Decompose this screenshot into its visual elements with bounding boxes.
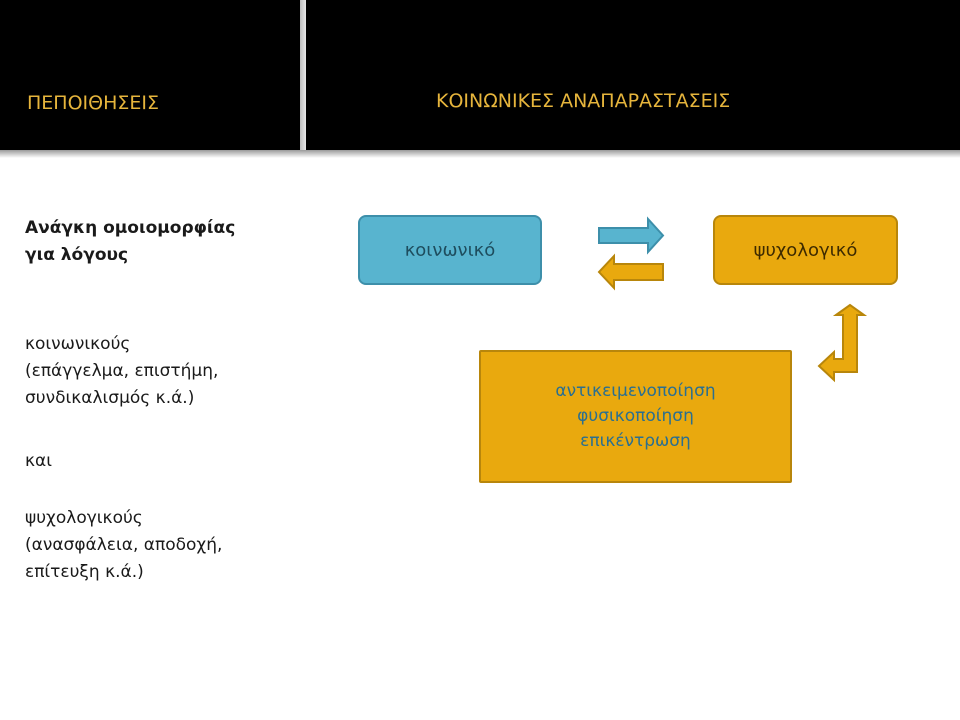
heading-line-1: Ανάγκη ομοιομορφίας: [25, 218, 236, 238]
psych-line-3: επίτευξη κ.ά.): [25, 562, 144, 582]
psych-line-1: ψυχολογικούς: [25, 508, 143, 528]
psych-reasons: ψυχολογικούς (ανασφάλεια, αποδοχή, επίτε…: [25, 505, 222, 586]
process-line-2: φυσικοποίηση: [577, 406, 694, 426]
header-right-title: ΚΟΙΝΩΝΙΚΕΣ ΑΝΑΠΑΡΑΣΤΑΣΕΙΣ: [436, 90, 731, 112]
header-left-panel: [0, 0, 300, 150]
social-line-1: κοινωνικούς: [25, 334, 131, 354]
social-node: κοινωνικό: [358, 215, 542, 285]
process-line-1: αντικειμενοποίηση: [555, 381, 716, 401]
social-reasons: κοινωνικούς (επάγγελμα, επιστήμη, συνδικ…: [25, 331, 218, 412]
social-node-label: κοινωνικό: [404, 239, 496, 261]
header-left-title: ΠΕΠΟΙΘΗΣΕΙΣ: [27, 92, 159, 114]
header-divider: [300, 0, 306, 150]
left-heading: Ανάγκη ομοιομορφίας για λόγους: [25, 215, 235, 269]
header-right-panel: [306, 0, 960, 150]
left-arrow-icon: [597, 253, 664, 291]
process-line-3: επικέντρωση: [580, 431, 691, 451]
heading-line-2: για λόγους: [25, 245, 129, 265]
psychological-node: ψυχολογικό: [713, 215, 898, 285]
conjunction-text: και: [25, 451, 52, 471]
right-arrow-icon: [598, 216, 665, 255]
social-line-2: (επάγγελμα, επιστήμη,: [25, 361, 219, 381]
bent-arrow-icon: [817, 303, 868, 383]
process-node: αντικειμενοποίηση φυσικοποίηση επικέντρω…: [479, 350, 792, 483]
social-line-3: συνδικαλισμός κ.ά.): [25, 388, 195, 408]
psych-line-2: (ανασφάλεια, αποδοχή,: [25, 535, 223, 555]
psychological-node-label: ψυχολογικό: [753, 239, 858, 261]
header-shadow: [0, 150, 960, 158]
